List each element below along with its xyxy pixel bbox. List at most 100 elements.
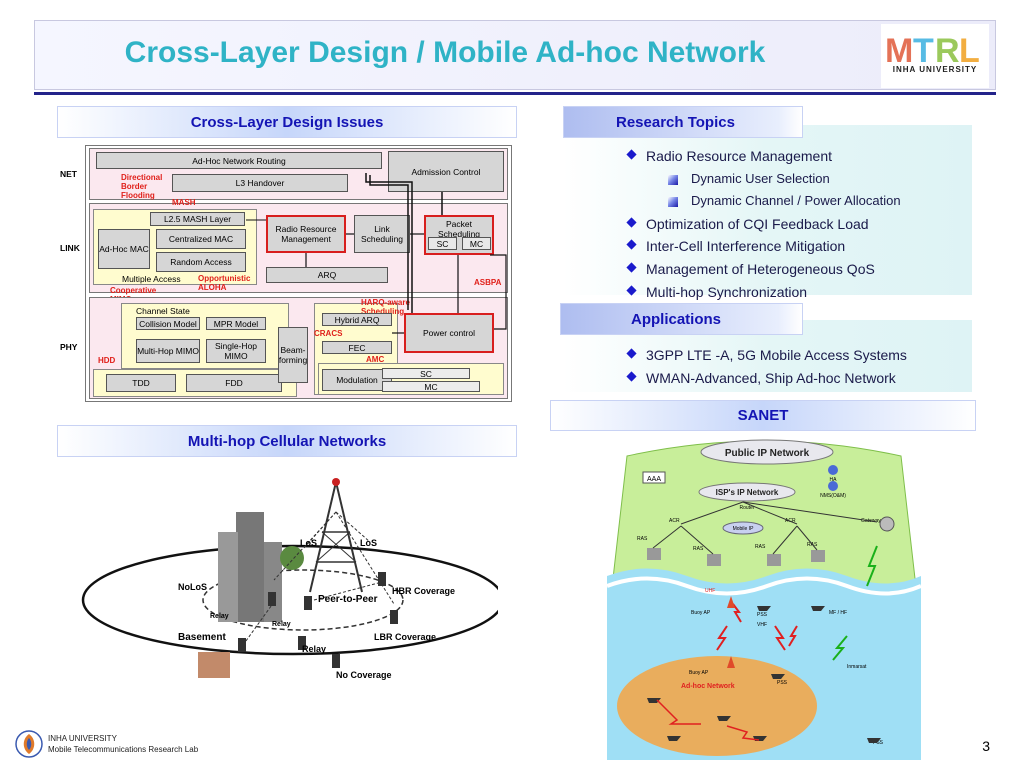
cross-layer-diagram: NET Ad-Hoc Network Routing L3 Handover A… (60, 145, 516, 403)
svg-text:Inmarsat: Inmarsat (847, 664, 867, 670)
modulation-box: Modulation (322, 369, 392, 391)
svg-text:RAS: RAS (693, 546, 704, 552)
svg-text:MF / HF: MF / HF (829, 610, 847, 616)
sanet-diagram: Public IP Network ISP's IP Network AAA H… (607, 436, 921, 760)
svg-text:No Coverage: No Coverage (336, 670, 392, 680)
svg-text:T: T (913, 32, 934, 70)
research-list: Radio Resource Management Dynamic User S… (626, 147, 901, 306)
packet-sc-box: SC (428, 237, 457, 250)
sanet-banner: SANET (550, 400, 976, 431)
modulation-sc-box: SC (382, 368, 470, 379)
opportunistic-aloha-annotation: Opportunistic ALOHA (198, 274, 251, 292)
harq-aware-annotation: HARQ-aware Scheduling (361, 298, 410, 316)
svg-text:NMS(O&M): NMS(O&M) (820, 493, 846, 499)
channel-state-label: Channel State (136, 306, 190, 316)
fdd-box: FDD (186, 374, 282, 392)
square-bullet-icon (668, 197, 678, 208)
svg-text:LoS: LoS (360, 538, 377, 548)
svg-text:LBR Coverage: LBR Coverage (374, 632, 436, 642)
svg-text:Router: Router (739, 505, 754, 511)
cross-layer-banner: Cross-Layer Design Issues (57, 106, 517, 138)
title-bar: Cross-Layer Design / Mobile Ad-hoc Netwo… (34, 20, 996, 90)
radio-resource-mgmt-box: Radio Resource Management (266, 215, 346, 253)
square-bullet-icon (668, 174, 678, 185)
modulation-mc-box: MC (382, 381, 480, 392)
svg-text:L: L (959, 32, 980, 70)
mtrl-logo-icon: M T R L INHA UNIVERSITY (881, 24, 989, 88)
footer-text: INHA UNIVERSITY Mobile Telecommunication… (48, 733, 198, 755)
adhoc-routing-box: Ad-Hoc Network Routing (96, 152, 382, 169)
beamforming-box: Beam-forming (278, 327, 308, 383)
svg-text:Public IP Network: Public IP Network (725, 448, 810, 459)
research-item: Optimization of CQI Feedback Load (626, 215, 901, 238)
mpr-model-box: MPR Model (206, 317, 266, 330)
svg-text:Mobile IP: Mobile IP (733, 526, 755, 532)
svg-text:Buoy AP: Buoy AP (691, 610, 711, 616)
svg-text:R: R (935, 32, 960, 70)
svg-text:PSS: PSS (777, 680, 788, 686)
cracs-annotation: CRACS (314, 329, 343, 338)
power-control-box: Power control (404, 313, 494, 353)
random-access-box: Random Access (156, 252, 246, 272)
diagram-arrows (246, 173, 507, 334)
svg-text:HBR Coverage: HBR Coverage (392, 586, 455, 596)
svg-text:Buoy AP: Buoy AP (689, 670, 709, 676)
svg-text:LoS: LoS (300, 538, 317, 548)
svg-text:Relay: Relay (272, 621, 291, 628)
svg-text:Relay: Relay (302, 644, 326, 654)
svg-text:Basement: Basement (178, 632, 226, 643)
svg-text:INHA UNIVERSITY: INHA UNIVERSITY (893, 65, 978, 74)
hdd-annotation: HDD (98, 356, 116, 365)
l25-mash-box: L2.5 MASH Layer (150, 212, 245, 226)
centralized-mac-box: Centralized MAC (156, 229, 246, 249)
svg-text:Ad-hoc Network: Ad-hoc Network (681, 683, 735, 690)
research-item: Inter-Cell Interference Mitigation (626, 237, 901, 260)
applications-item: WMAN-Advanced, Ship Ad-hoc Network (626, 369, 907, 392)
arq-box: ARQ (266, 267, 388, 283)
tdd-box: TDD (106, 374, 176, 392)
svg-text:PSS: PSS (757, 612, 768, 618)
fec-box: FEC (322, 341, 392, 354)
research-banner: Research Topics (563, 106, 803, 138)
research-subitem: Dynamic User Selection (646, 170, 901, 193)
svg-text:AAA: AAA (647, 476, 661, 483)
applications-banner: Applications (560, 303, 803, 335)
sanet-illustration: Public IP Network ISP's IP Network AAA H… (607, 436, 921, 760)
svg-text:ISP's IP Network: ISP's IP Network (716, 488, 779, 497)
collision-model-box: Collision Model (136, 317, 200, 330)
applications-list: 3GPP LTE -A, 5G Mobile Access Systems WM… (626, 346, 907, 392)
research-subitem: Dynamic Channel / Power Allocation (646, 192, 901, 215)
research-item: Radio Resource Management (626, 147, 901, 170)
multihop-banner: Multi-hop Cellular Networks (57, 425, 517, 457)
svg-text:NoLoS: NoLoS (178, 582, 207, 592)
adhoc-mac-box: Ad-Hoc MAC (98, 229, 150, 269)
svg-text:RAS: RAS (755, 544, 766, 550)
amc-annotation: AMC (366, 355, 385, 364)
mash-annotation: MASH (172, 198, 196, 207)
link-scheduling-box: Link Scheduling (354, 215, 410, 253)
svg-text:VHF: VHF (757, 622, 767, 628)
svg-text:M: M (885, 32, 913, 70)
research-item: Management of Heterogeneous QoS (626, 260, 901, 283)
research-item: Multi-hop Synchronization (626, 283, 901, 306)
svg-text:Peer-to-Peer: Peer-to-Peer (318, 594, 378, 605)
net-label: NET (60, 169, 77, 179)
link-label: LINK (60, 243, 80, 253)
inha-logo-icon (15, 730, 43, 758)
svg-text:RAS: RAS (637, 536, 648, 542)
slide-title: Cross-Layer Design / Mobile Ad-hoc Netwo… (124, 36, 766, 69)
phy-label: PHY (60, 342, 78, 352)
multiple-access-label: Multiple Access (122, 274, 181, 284)
hybrid-arq-box: Hybrid ARQ (322, 313, 392, 326)
title-divider (34, 92, 996, 95)
multihop-mimo-box: Multi-Hop MIMO (136, 339, 200, 363)
svg-text:Relay: Relay (210, 613, 229, 620)
multihop-scene: LoS LoS NoLoS Relay Relay Relay Peer-to-… (81, 478, 505, 680)
svg-text:UHF: UHF (705, 588, 715, 594)
singlehop-mimo-box: Single-Hop MIMO (206, 339, 266, 363)
multihop-illustration: LoS LoS NoLoS Relay Relay Relay Peer-to-… (78, 472, 505, 697)
directional-border-flooding-annotation: Directional Border Flooding (121, 173, 163, 200)
svg-text:PSS: PSS (873, 740, 884, 746)
applications-item: 3GPP LTE -A, 5G Mobile Access Systems (626, 346, 907, 369)
l3-handover-box: L3 Handover (172, 174, 348, 192)
